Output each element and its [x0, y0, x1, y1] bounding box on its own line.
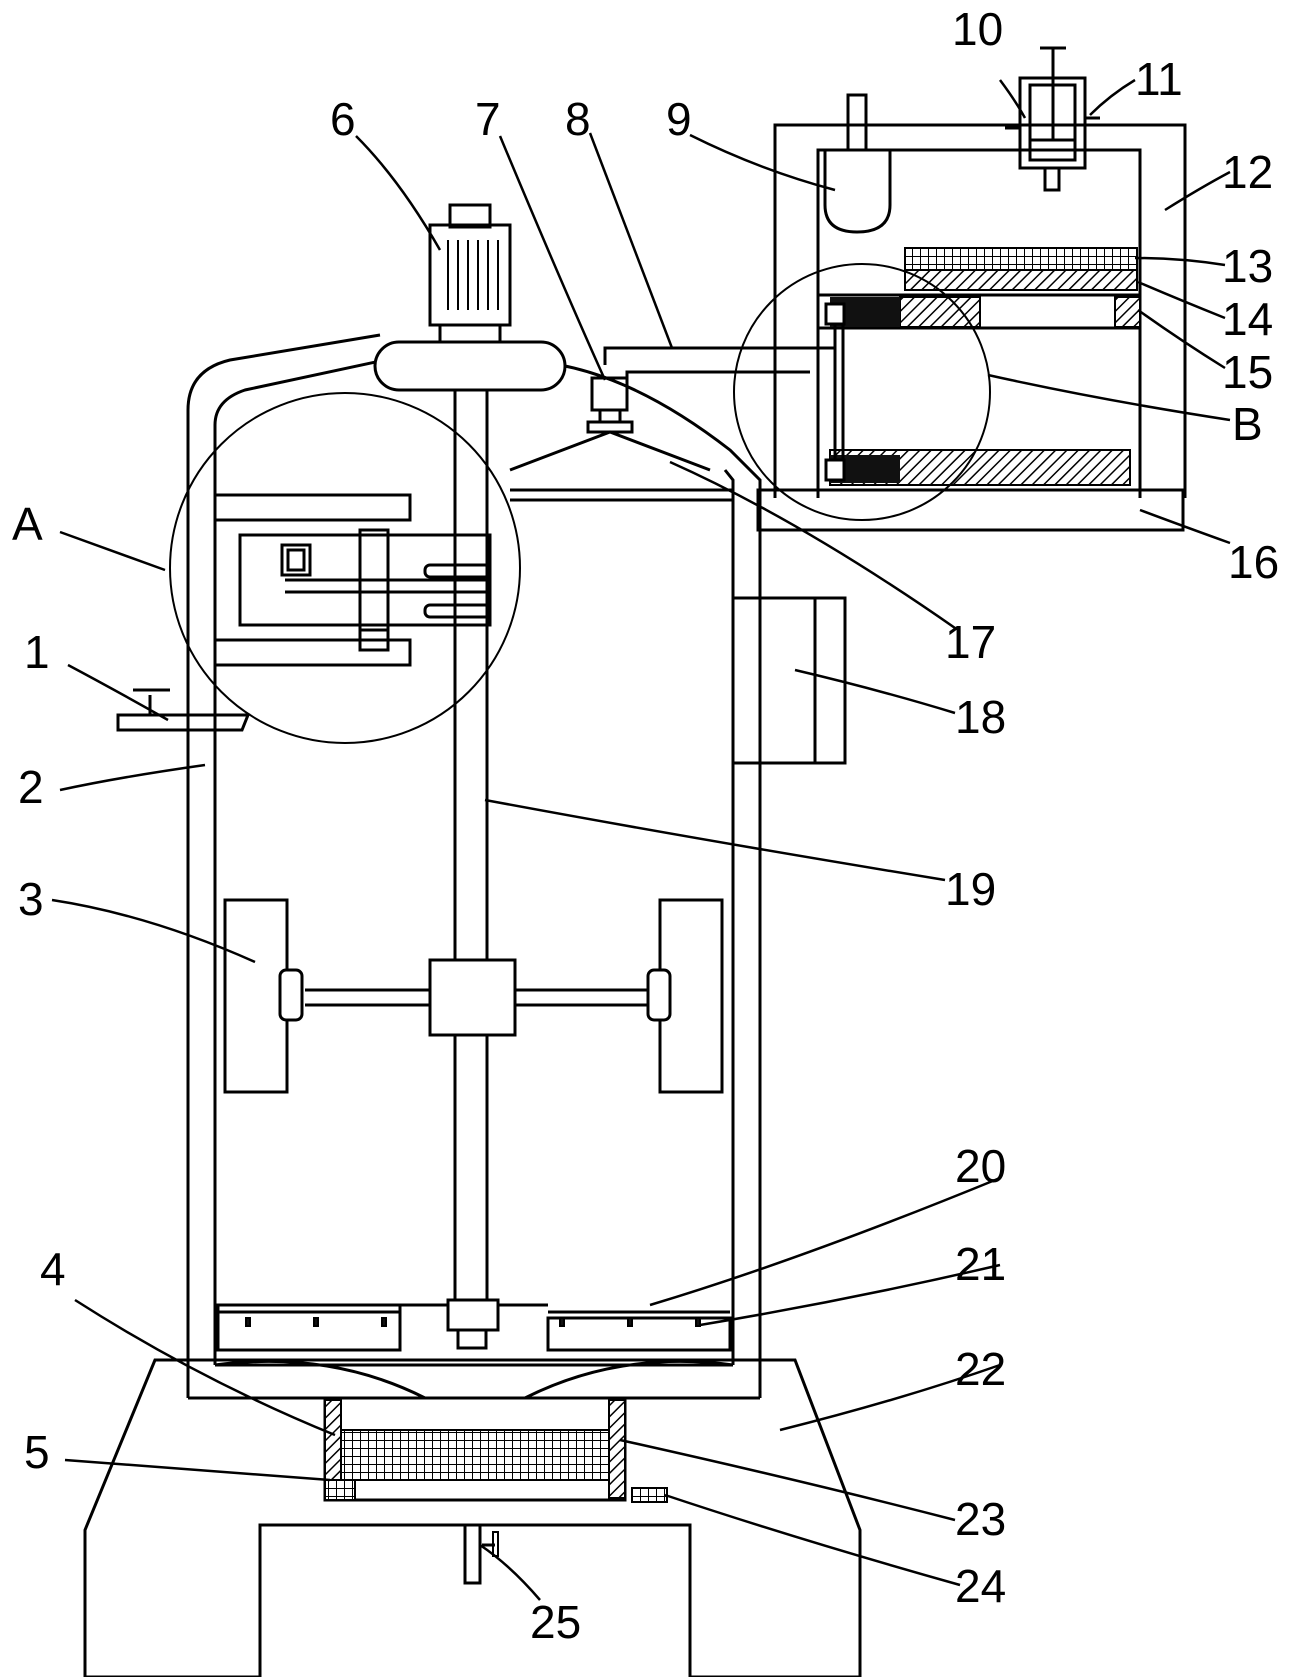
connecting-pipe [509, 310, 837, 472]
label-9: 9 [666, 93, 692, 145]
leader-lines [51, 78, 1231, 1601]
label-3: 3 [18, 873, 44, 925]
label-6: 6 [330, 93, 356, 145]
label-5: 5 [24, 1426, 50, 1478]
label-23: 23 [955, 1493, 1006, 1545]
treatment-unit [756, 46, 1187, 532]
label-18: 18 [955, 691, 1006, 743]
detail-a-mechanism [213, 493, 492, 667]
label-14: 14 [1222, 293, 1273, 345]
label-10: 10 [952, 3, 1003, 55]
label-24: 24 [955, 1560, 1006, 1612]
label-13: 13 [1222, 240, 1273, 292]
labels: A 1 2 3 4 5 6 7 8 9 10 11 12 13 14 15 B … [12, 3, 1279, 1648]
filter-housing [323, 1396, 668, 1503]
detail-a-circle [169, 392, 521, 744]
label-4: 4 [40, 1243, 66, 1295]
label-17: 17 [945, 616, 996, 668]
inlet-pipe [116, 688, 251, 732]
bottom-funnel [214, 1359, 734, 1400]
label-25: 25 [530, 1596, 581, 1648]
label-22: 22 [955, 1343, 1006, 1395]
label-8: 8 [565, 93, 591, 145]
stirring-assembly [223, 898, 724, 1094]
label-A: A [12, 498, 43, 550]
label-20: 20 [955, 1140, 1006, 1192]
label-2: 2 [18, 761, 44, 813]
base-stand [83, 1358, 862, 1677]
motor [428, 203, 512, 345]
detail-b-circle [733, 263, 991, 521]
scraper-assembly [216, 1303, 732, 1352]
label-19: 19 [945, 863, 996, 915]
label-7: 7 [475, 93, 501, 145]
label-16: 16 [1228, 536, 1279, 588]
label-B: B [1232, 398, 1263, 450]
label-21: 21 [955, 1238, 1006, 1290]
label-11: 11 [1135, 53, 1183, 105]
gearbox [373, 340, 567, 392]
side-box [731, 596, 847, 765]
label-1: 1 [24, 626, 50, 678]
label-15: 15 [1222, 346, 1273, 398]
main-shaft [446, 390, 500, 1350]
label-12: 12 [1222, 146, 1273, 198]
